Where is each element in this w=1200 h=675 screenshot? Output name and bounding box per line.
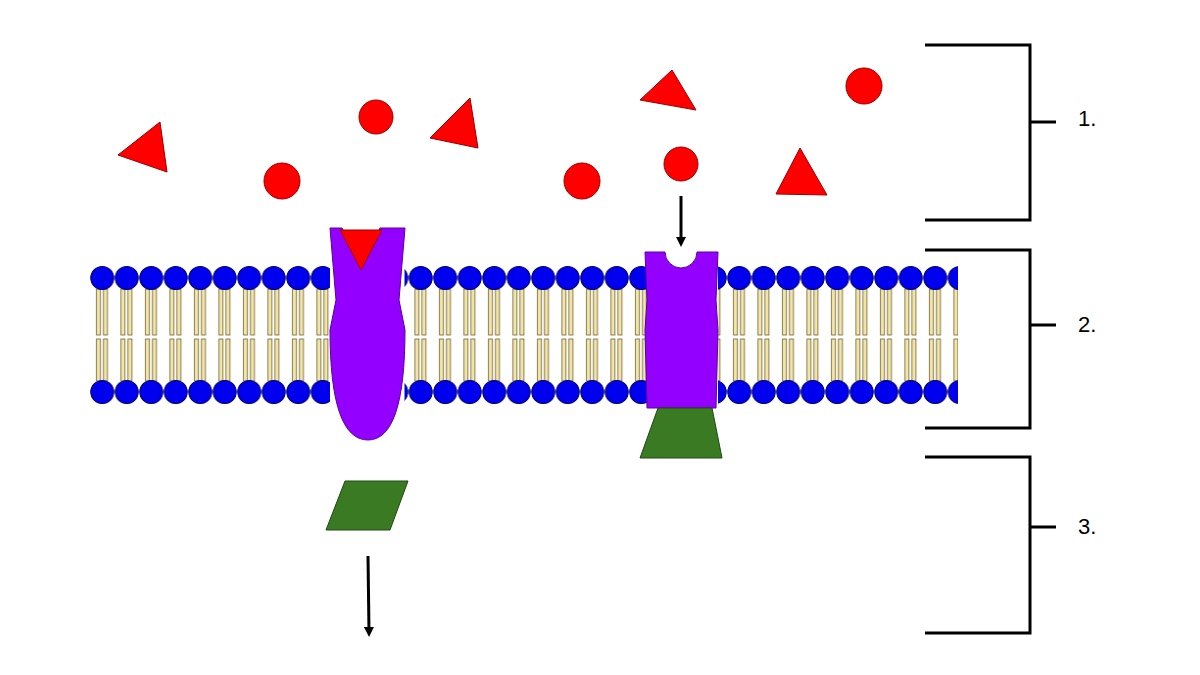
lipid-bilayer (90, 265, 958, 405)
right-receptor (640, 196, 722, 458)
region-brackets (925, 45, 1056, 633)
callout-number: 2. (1078, 312, 1096, 338)
left-receptor (326, 228, 408, 632)
callout-number: 3. (1078, 514, 1096, 540)
ligands (118, 68, 882, 199)
callout-number: 1. (1078, 106, 1096, 132)
